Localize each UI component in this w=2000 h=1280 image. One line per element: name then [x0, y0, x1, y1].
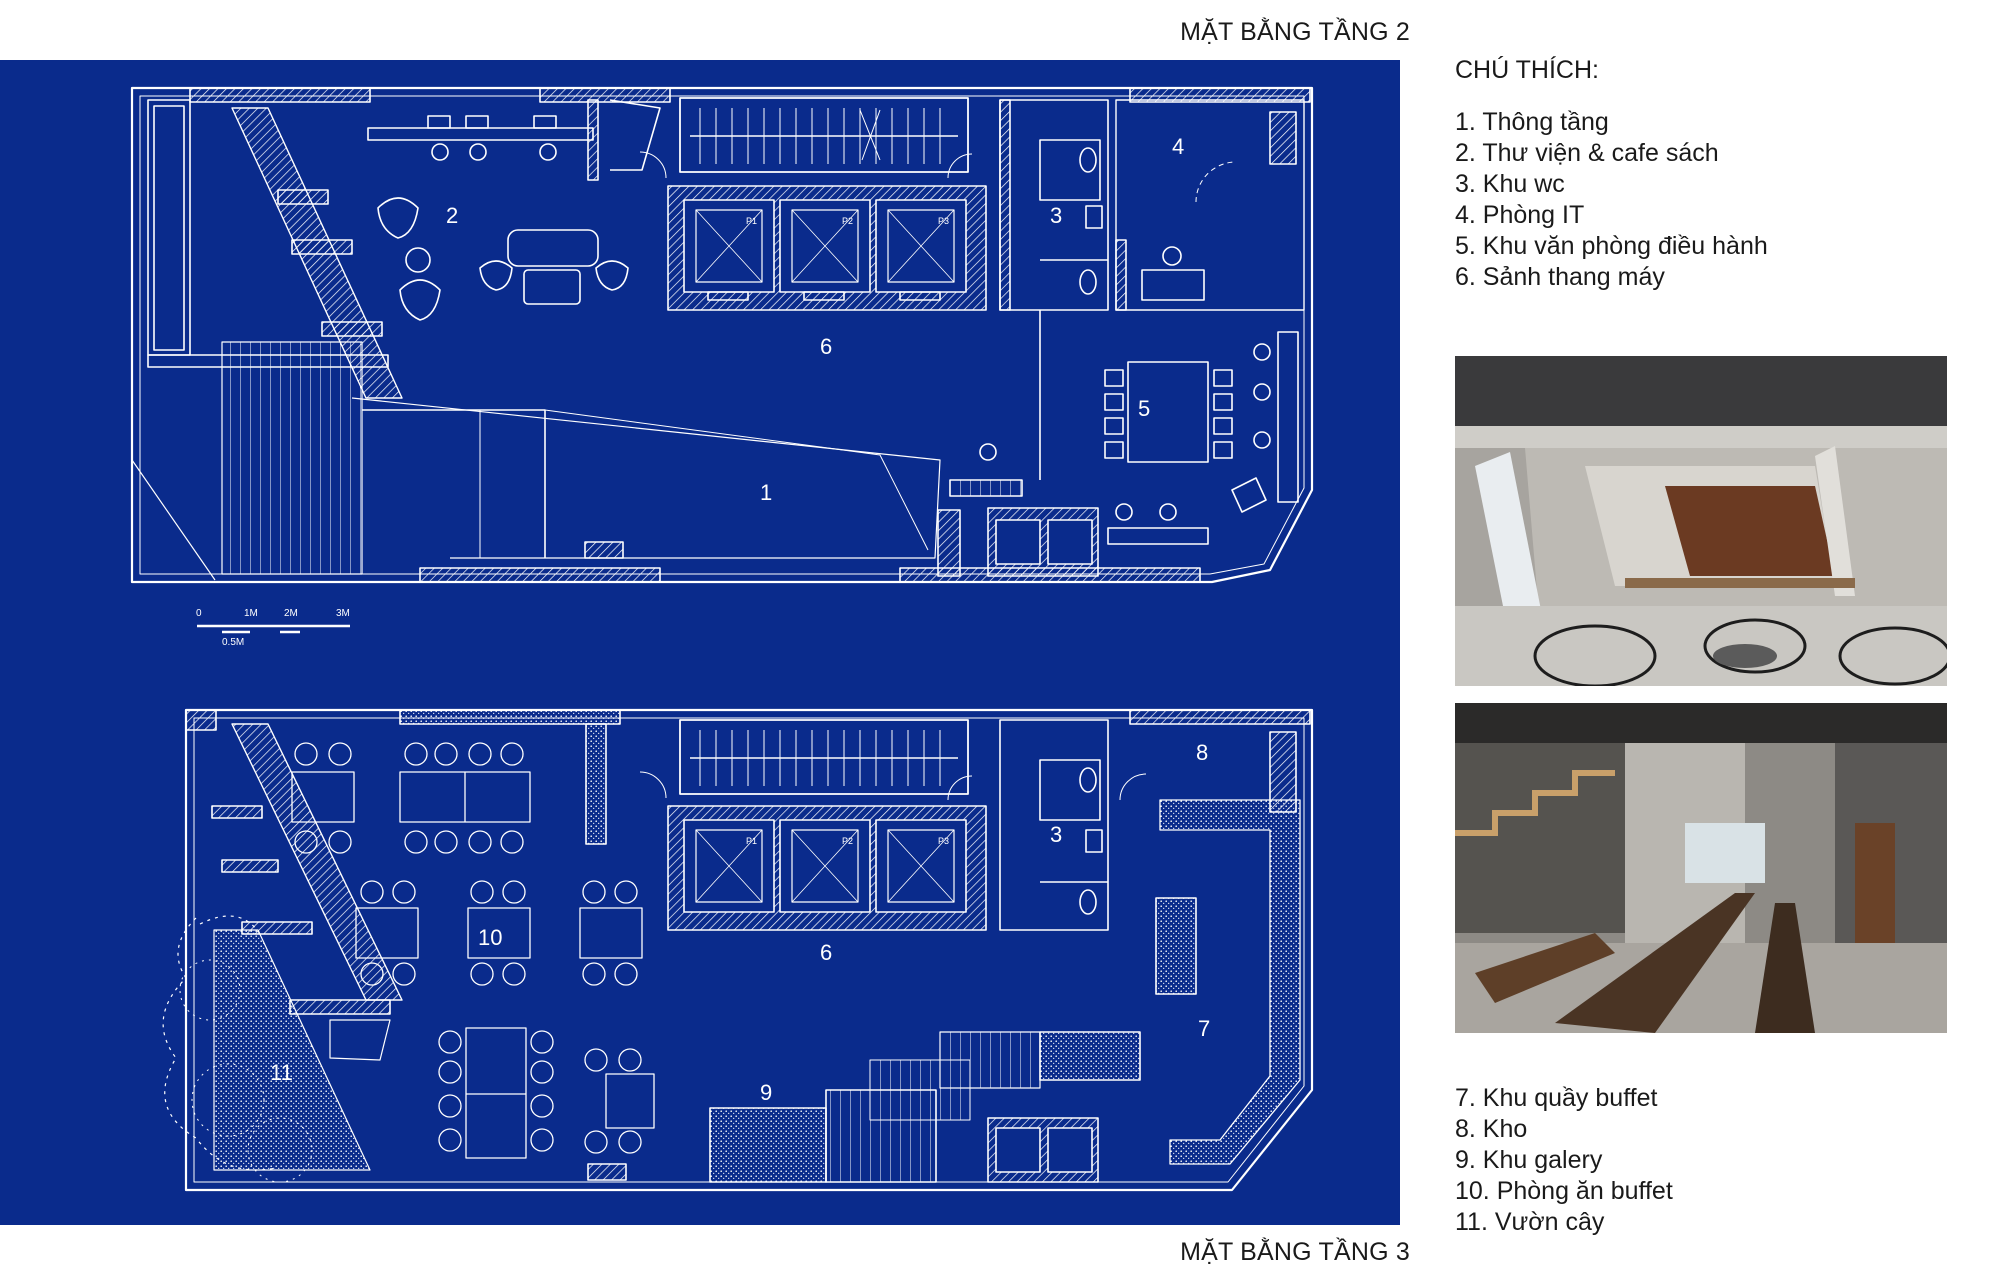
- legend-floor3-list: 7. Khu quầy buffet 8. Kho 9. Khu galery …: [1455, 1083, 1673, 1238]
- f2-label-wc: 3: [1050, 203, 1062, 228]
- f3-label-gallery: 9: [760, 1080, 772, 1105]
- blueprint-panel: 1 2 3 4 5 6 3 6 7 8 9 10 11 P1 P2 P3 P1 …: [0, 60, 1400, 1225]
- floor2-elevators: [667, 185, 987, 311]
- floor3-stair-core: [679, 719, 969, 795]
- floor2-office: [1039, 310, 1299, 545]
- floor2-lounge-furniture: [377, 197, 629, 321]
- legend-item: 2. Thư viện & cafe sách: [1455, 139, 1719, 167]
- floor3-elevators: [667, 805, 987, 931]
- floor-plans-drawing: 1 2 3 4 5 6 3 6 7 8 9 10 11 P1 P2 P3 P1 …: [130, 86, 1314, 1192]
- f3-elevator-tag-1: P1: [746, 836, 757, 846]
- floor2-plan-title: MẶT BẰNG TẦNG 2: [1180, 18, 1410, 46]
- f2-elevator-tag-2: P2: [842, 216, 853, 226]
- f2-label-void: 1: [760, 480, 772, 505]
- floor3-buffet-counter: [1155, 799, 1301, 1165]
- floor3-gallery: [587, 1031, 1141, 1183]
- f3-label-storage: 8: [1196, 740, 1208, 765]
- scale-bar: [197, 624, 350, 634]
- floor3-garden: [162, 723, 403, 1183]
- scale-tick-0: 0: [196, 608, 202, 619]
- floor3-dining-tables: [291, 742, 655, 1159]
- legend-floor2-list: 1. Thông tầng 2. Thư viện & cafe sách 3.…: [1455, 107, 1768, 293]
- legend-item: 3. Khu wc: [1455, 170, 1565, 198]
- scale-bar-labels: 0 1M 2M 3M 0.5M: [196, 608, 350, 648]
- floor2-stair-core: [679, 97, 969, 173]
- f2-label-it: 4: [1172, 134, 1184, 159]
- floor2-plan: [130, 86, 1314, 584]
- scale-tick-2m: 2M: [284, 608, 298, 619]
- scale-tick-3m: 3M: [336, 608, 350, 619]
- buffet-dining-photo: [1455, 703, 1947, 1033]
- legend-item: 10. Phòng ăn buffet: [1455, 1177, 1673, 1205]
- legend-item: 5. Khu văn phòng điều hành: [1455, 232, 1768, 260]
- floor2-it-room: [1115, 99, 1305, 311]
- legend-heading: CHÚ THÍCH:: [1455, 56, 1599, 84]
- library-interior-photo: [1455, 356, 1947, 686]
- f3-label-dining: 10: [478, 925, 502, 950]
- f3-label-buffet: 7: [1198, 1016, 1210, 1041]
- f3-elevator-tag-3: P3: [938, 836, 949, 846]
- legend-item: 9. Khu galery: [1455, 1146, 1603, 1174]
- floor2-stair-void: [221, 341, 363, 575]
- plan-room-labels: 1 2 3 4 5 6 3 6 7 8 9 10 11: [270, 134, 1210, 1105]
- legend-item: 6. Sảnh thang máy: [1455, 263, 1665, 291]
- f3-label-wc: 3: [1050, 822, 1062, 847]
- floor3-plan-title: MẶT BẰNG TẦNG 3: [1180, 1238, 1410, 1266]
- f3-label-lobby: 6: [820, 940, 832, 965]
- f3-label-garden: 11: [270, 1060, 293, 1085]
- f2-label-library: 2: [446, 203, 458, 228]
- floor3-wc: [999, 719, 1109, 931]
- legend-item: 11. Vườn cây: [1455, 1208, 1605, 1236]
- legend-item: 4. Phòng IT: [1455, 201, 1585, 229]
- elevator-tags: P1 P2 P3 P1 P2 P3: [746, 216, 949, 846]
- f2-elevator-tag-1: P1: [746, 216, 757, 226]
- scale-tick-half-m: 0.5M: [222, 637, 244, 648]
- f2-elevator-tag-3: P3: [938, 216, 949, 226]
- f3-elevator-tag-2: P2: [842, 836, 853, 846]
- f2-label-office: 5: [1138, 396, 1150, 421]
- legend-item: 1. Thông tầng: [1455, 108, 1609, 136]
- legend-item: 8. Kho: [1455, 1115, 1528, 1143]
- scale-tick-1m: 1M: [244, 608, 258, 619]
- legend-item: 7. Khu quầy buffet: [1455, 1084, 1658, 1112]
- floor2-wc: [999, 99, 1109, 311]
- floor2-counter-chairs: [427, 115, 557, 161]
- f2-label-lobby: 6: [820, 334, 832, 359]
- floor3-plan: [162, 708, 1314, 1192]
